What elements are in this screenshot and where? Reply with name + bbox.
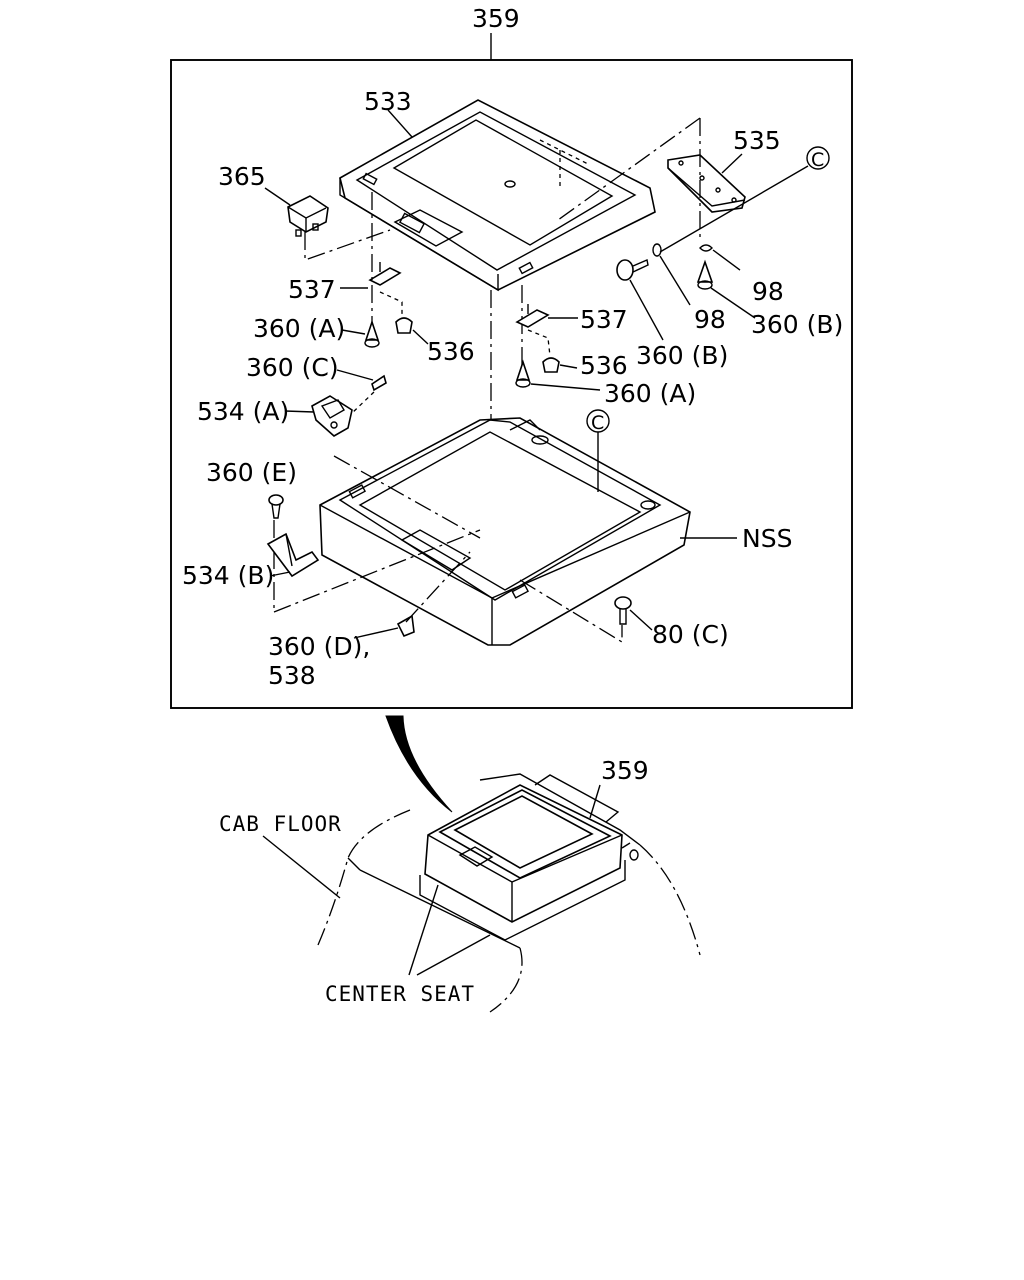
bolt-80c [614, 596, 632, 625]
clip-537-left [368, 262, 402, 286]
detail-frame [170, 59, 853, 709]
label-359-bottom: 359 [601, 756, 649, 785]
label-359-top: 359 [472, 4, 520, 33]
label-360a-left: 360 (A) [253, 314, 345, 343]
label-360e: 360 (E) [206, 458, 297, 487]
ref-c-circle-top [806, 146, 830, 170]
clip-537-right [515, 304, 550, 328]
label-537-left: 537 [288, 275, 336, 304]
washer-98-right [699, 244, 713, 252]
nut-536-right [542, 357, 560, 373]
label-533: 533 [364, 87, 412, 116]
label-536-right: 536 [580, 351, 628, 380]
label-98-left: 98 [694, 305, 726, 334]
lid-533 [339, 99, 656, 292]
label-360a-right: 360 (A) [604, 379, 696, 408]
washer-98-left [652, 243, 662, 257]
screw-360a-left [364, 319, 380, 348]
label-cab-floor: CAB FLOOR [219, 812, 342, 836]
label-nss: NSS [742, 524, 792, 553]
label-536-left: 536 [427, 337, 475, 366]
label-360c: 360 (C) [246, 353, 339, 382]
location-view [317, 773, 701, 1013]
base-tray-nss [319, 417, 691, 646]
label-360b-left: 360 (B) [636, 341, 728, 370]
label-ref-c-mid: C [591, 412, 604, 434]
screw-360b-right [696, 259, 714, 290]
label-534a: 534 (A) [197, 397, 289, 426]
switch-365 [287, 195, 329, 237]
label-534b: 534 (B) [182, 561, 274, 590]
screw-360c [371, 374, 387, 392]
label-98-right: 98 [752, 277, 784, 306]
label-537-right: 537 [580, 305, 628, 334]
ref-c-circle-mid [586, 409, 610, 433]
location-pointer-arrow [385, 715, 453, 813]
nut-536-left [395, 317, 413, 334]
bracket-534b [266, 532, 320, 578]
screw-360b-left [616, 259, 649, 281]
label-360d: 360 (D), [268, 632, 370, 661]
label-538: 538 [268, 661, 316, 690]
label-535: 535 [733, 126, 781, 155]
label-80c: 80 (C) [652, 620, 729, 649]
hinge-534a [311, 395, 353, 437]
label-ref-c-top: C [811, 149, 824, 171]
screw-360e [268, 494, 284, 519]
bracket-535 [667, 154, 746, 213]
label-365: 365 [218, 162, 266, 191]
clip-360d [396, 614, 415, 638]
screw-360a-right [515, 359, 531, 388]
label-360b-right: 360 (B) [751, 310, 843, 339]
label-center-seat: CENTER SEAT [325, 982, 475, 1006]
